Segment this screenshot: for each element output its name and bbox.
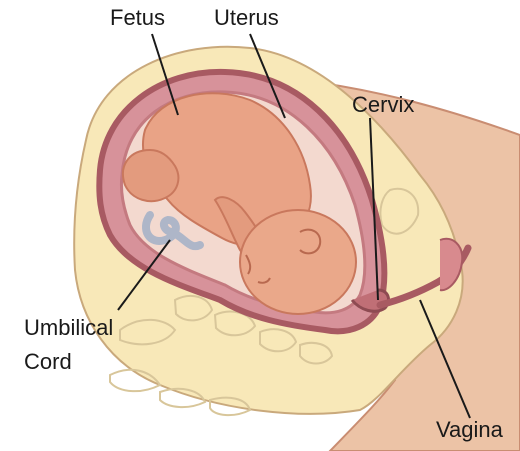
label-fetus: Fetus <box>110 6 165 30</box>
label-umbilical-line2: Cord <box>24 350 72 374</box>
label-uterus: Uterus <box>214 6 279 30</box>
label-vagina: Vagina <box>436 418 503 442</box>
label-umbilical-line1: Umbilical <box>24 316 113 340</box>
label-cervix: Cervix <box>352 93 414 117</box>
fetus-head <box>240 210 356 314</box>
